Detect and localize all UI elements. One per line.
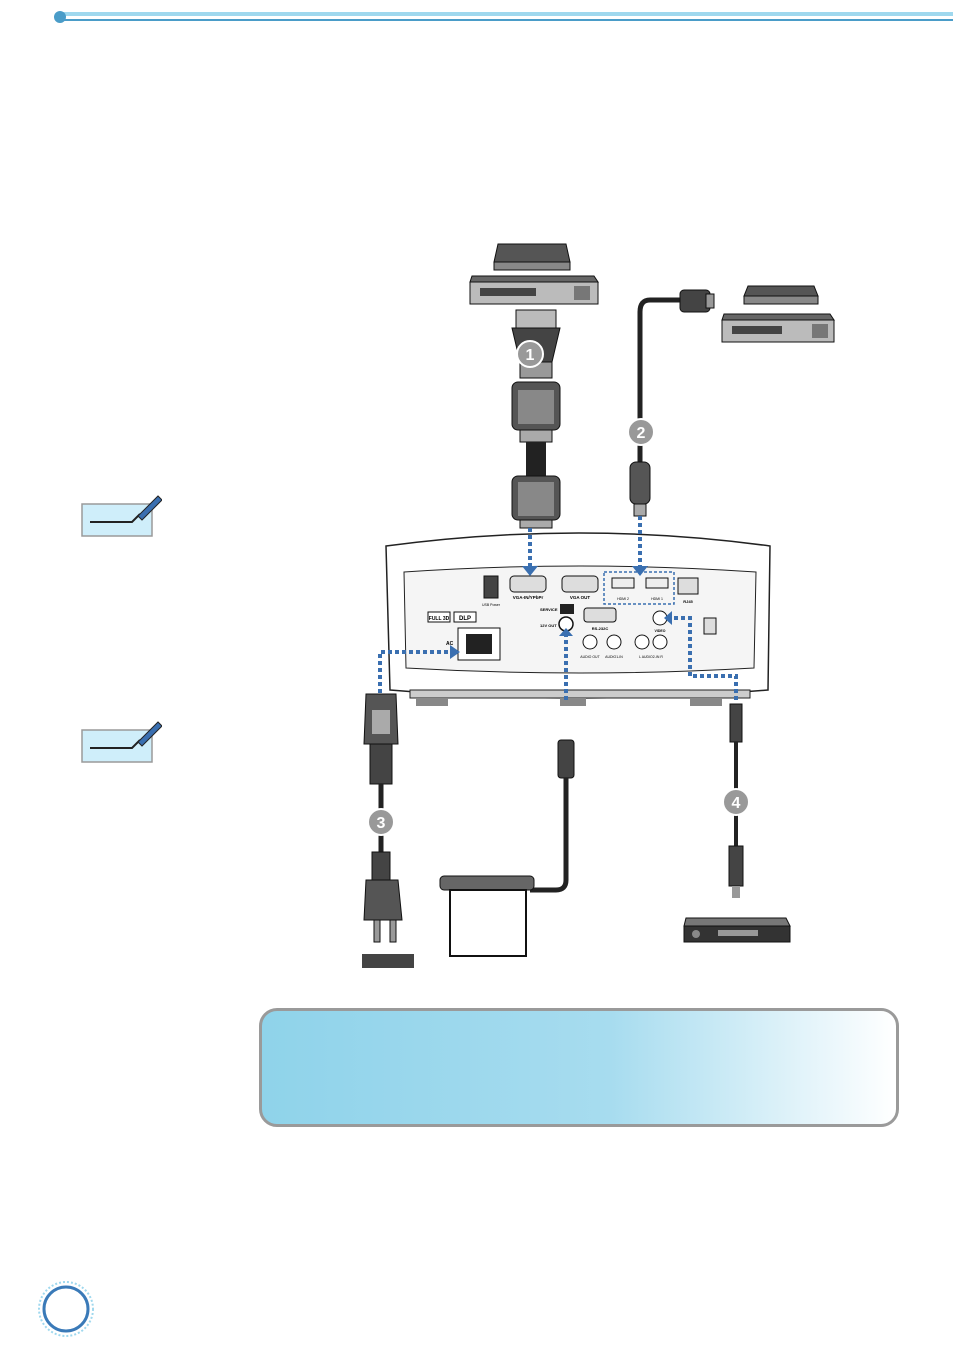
svg-text:12V OUT: 12V OUT [540, 623, 557, 628]
svg-text:VIDEO: VIDEO [655, 629, 666, 633]
connection-arrows [378, 516, 738, 700]
power-cord [362, 693, 414, 968]
projection-screen [439, 875, 535, 957]
note-icon [81, 721, 162, 763]
connection-diagram: 1 2 USB Power VGA-IN/YPbPr VGA OUT [362, 243, 835, 968]
hdmi-cable [629, 289, 715, 517]
svg-text:VGA-IN/YPbPr: VGA-IN/YPbPr [513, 595, 544, 600]
callout-2: 2 [627, 418, 655, 446]
svg-text:FULL 3D: FULL 3D [429, 616, 450, 622]
video-device [683, 917, 791, 943]
svg-text:1: 1 [526, 347, 535, 364]
vga-cable [511, 309, 561, 529]
trigger-cable [530, 739, 575, 893]
svg-text:SERVICE: SERVICE [540, 607, 558, 612]
svg-text:AC: AC [446, 641, 454, 647]
projector-rear-panel: USB Power VGA-IN/YPbPr VGA OUT HDMI 2 HD… [385, 532, 771, 706]
svg-text:HDMI 2: HDMI 2 [617, 597, 629, 601]
svg-text:L AUDIO2-IN R: L AUDIO2-IN R [639, 655, 663, 659]
note-icon [81, 495, 162, 537]
page-number-badge [38, 1281, 94, 1337]
hdmi-source-device [721, 285, 835, 343]
svg-text:USB Power: USB Power [482, 603, 501, 607]
header-band [0, 0, 953, 23]
callout-3: 3 [367, 808, 395, 836]
svg-text:3: 3 [377, 815, 386, 832]
svg-text:RS-232C: RS-232C [592, 626, 609, 631]
svg-text:AUDIO OUT: AUDIO OUT [580, 655, 600, 659]
svg-text:RJ45: RJ45 [683, 599, 693, 604]
svg-text:4: 4 [732, 795, 741, 812]
callout-1: 1 [516, 340, 544, 368]
dvd-player-top [469, 243, 599, 305]
arrow-heads [450, 566, 672, 659]
svg-text:2: 2 [637, 425, 646, 442]
svg-text:DLP: DLP [459, 616, 471, 622]
svg-text:AUDIO1-IN: AUDIO1-IN [605, 655, 623, 659]
svg-text:VGA OUT: VGA OUT [570, 595, 591, 600]
callout-4: 4 [722, 788, 750, 816]
note-box [259, 1008, 899, 1127]
svg-text:HDMI 1: HDMI 1 [651, 597, 663, 601]
